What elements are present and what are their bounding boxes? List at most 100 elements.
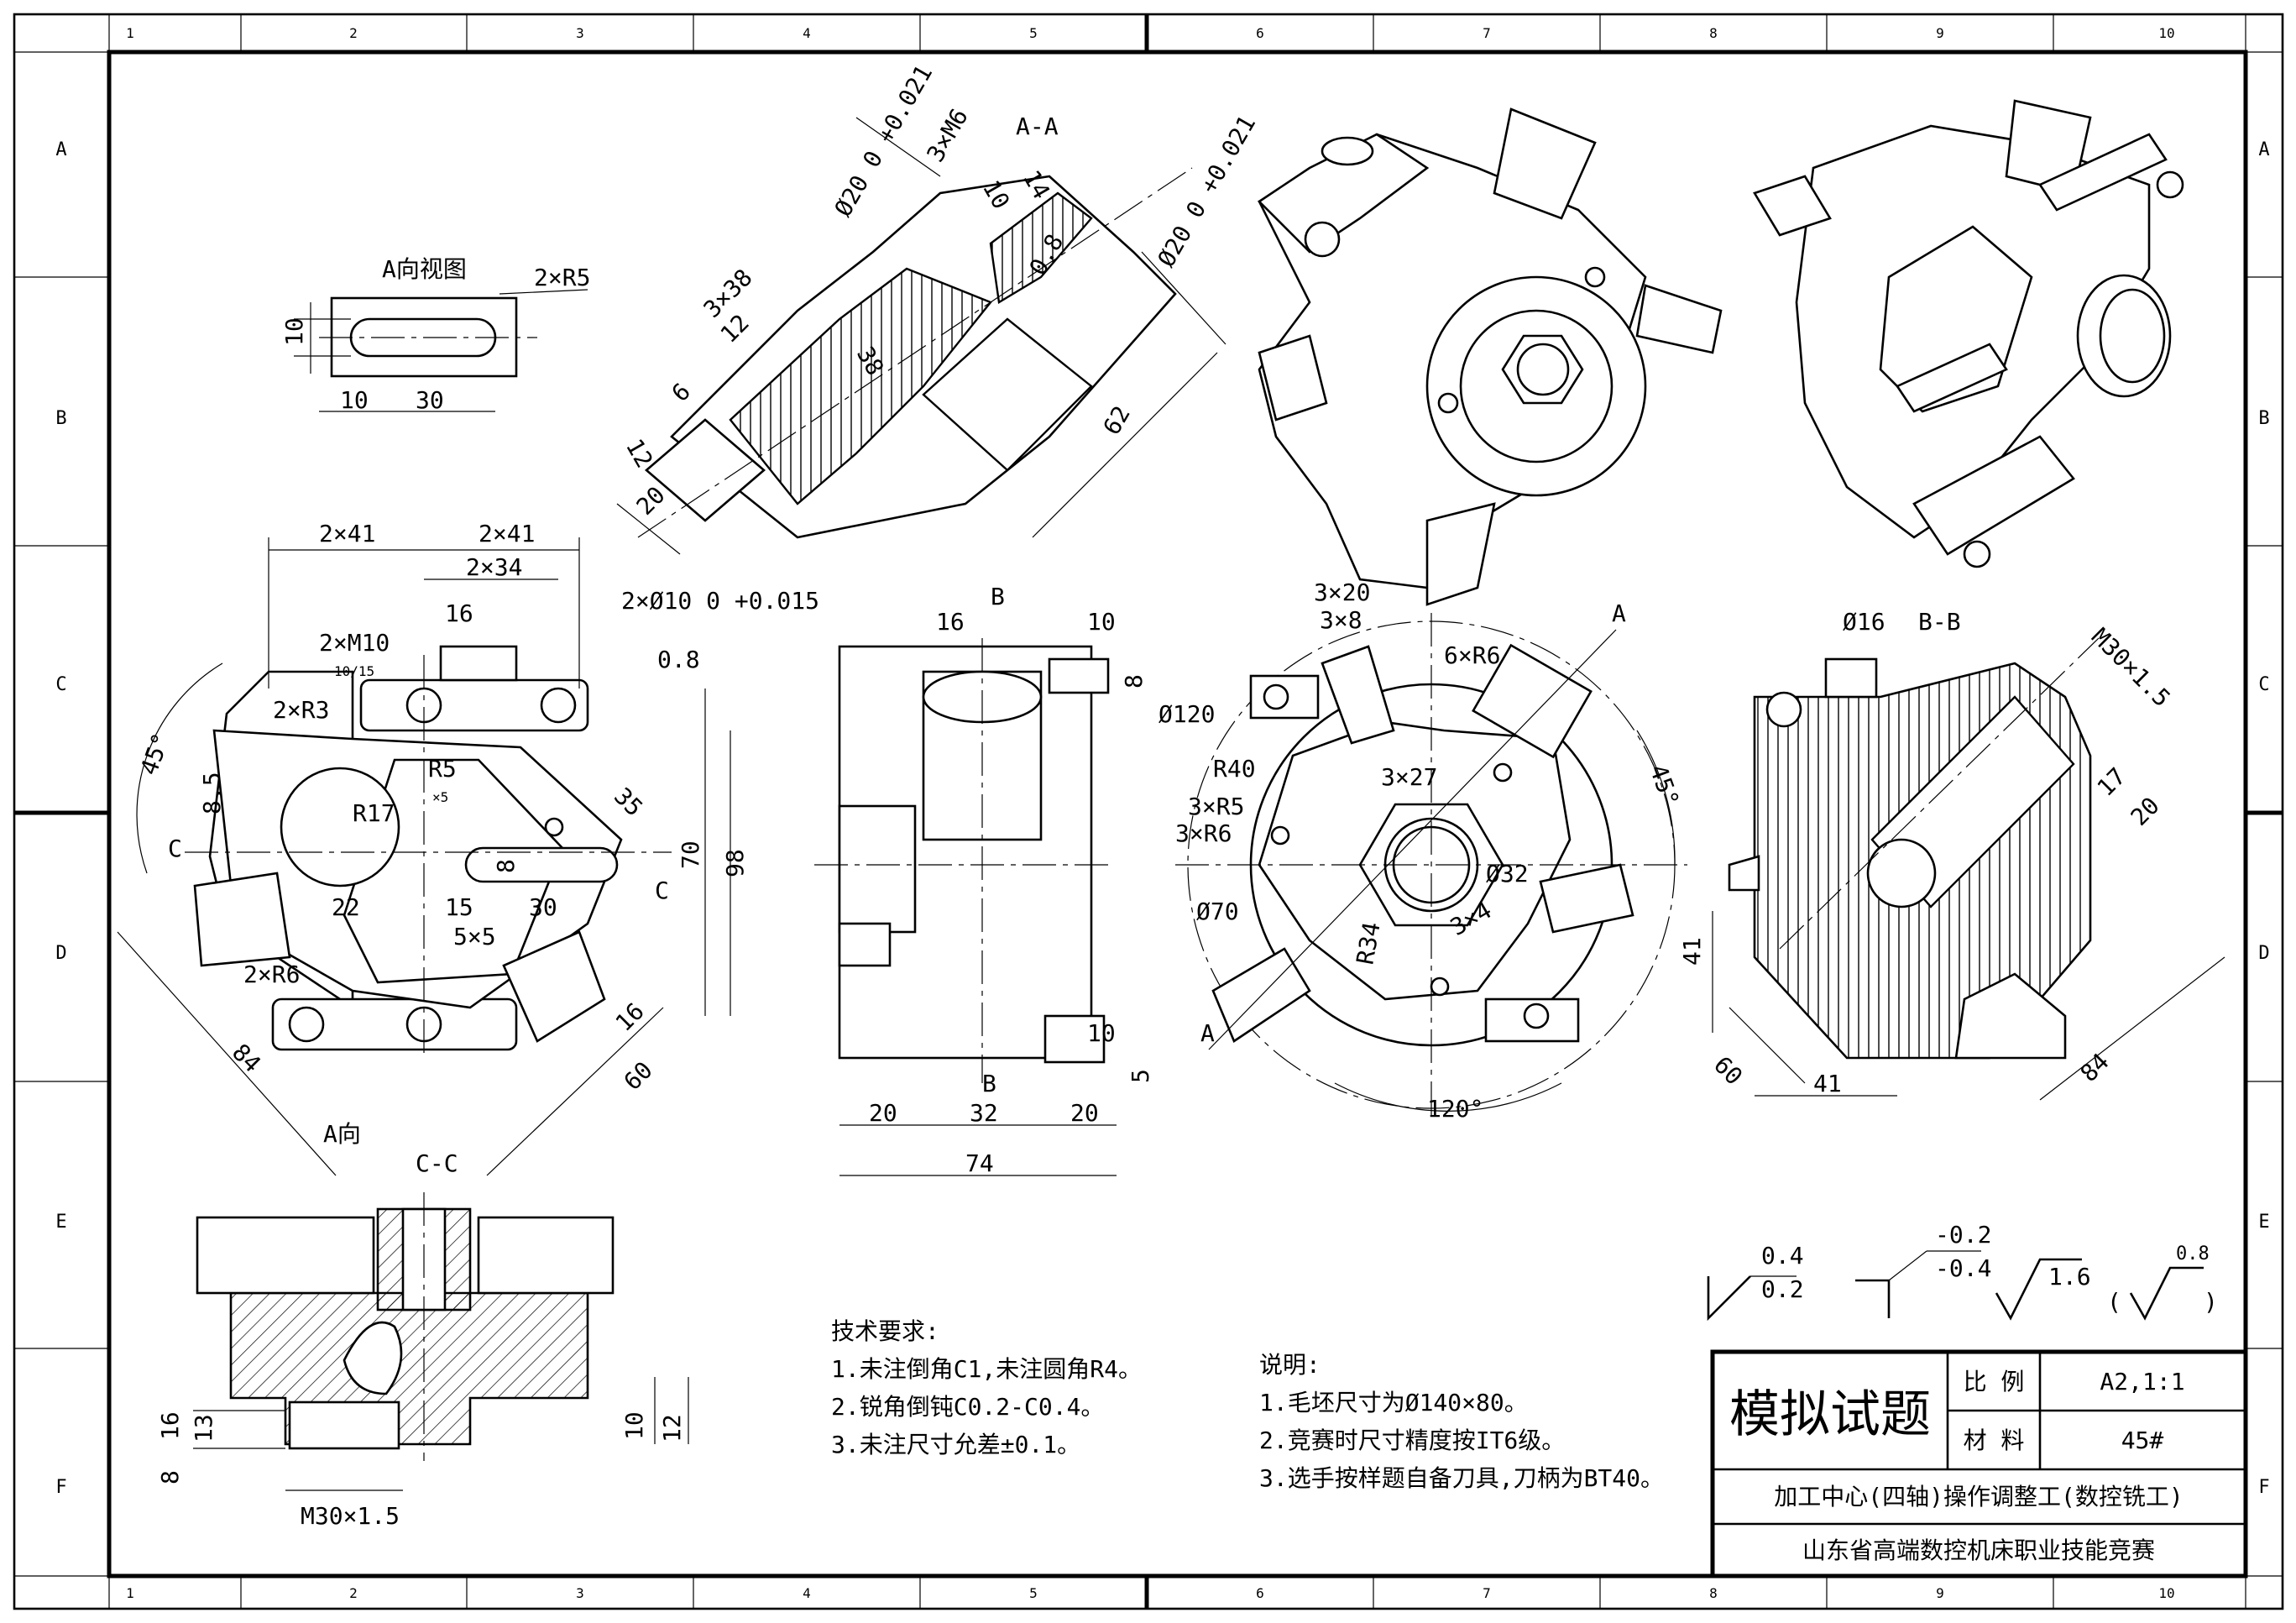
roughness-icon bbox=[1995, 1258, 2082, 1321]
top-hole bbox=[1493, 762, 1513, 783]
dim-text: ×5 bbox=[432, 789, 448, 805]
angle-arc bbox=[1334, 1082, 1562, 1112]
dim-text: 10 bbox=[620, 1411, 648, 1440]
symbol-text: 0.2 bbox=[1761, 1275, 1804, 1303]
dim-text: 2×R5 bbox=[534, 264, 590, 291]
dim-text: 16 bbox=[610, 997, 650, 1037]
dim-text: 74 bbox=[965, 1149, 994, 1177]
dim-text: 15 bbox=[445, 893, 473, 921]
iso2-fork bbox=[1753, 175, 1832, 237]
iso1-tab-left bbox=[1258, 334, 1328, 421]
symbol-text: 0.8 bbox=[2176, 1243, 2210, 1264]
dim-text: Ø20 0 +0.021 bbox=[1152, 111, 1261, 272]
dim-text: 3×R5 bbox=[1188, 793, 1244, 820]
top-lug-2 bbox=[1472, 643, 1593, 759]
zone-labels-right: A B C D E F bbox=[2258, 139, 2269, 1498]
dim-text: 84 bbox=[2075, 1048, 2115, 1087]
bb-side-lug bbox=[1728, 855, 1760, 892]
side-tab-bottom bbox=[1043, 1014, 1106, 1064]
section-bore bbox=[922, 317, 1093, 472]
dim-text: 20 bbox=[2126, 792, 2165, 831]
row-label: E bbox=[55, 1212, 66, 1233]
section-flange bbox=[645, 418, 766, 522]
dim-text: 98 bbox=[721, 849, 749, 877]
col-label: 6 bbox=[1256, 1585, 1264, 1601]
dim-text: 30 bbox=[416, 386, 444, 414]
section-c-c: C-C 16 13 8 10 12 M30×1.5 bbox=[156, 1149, 689, 1530]
dim-text: Ø20 0 +0.021 bbox=[829, 60, 938, 222]
col-label: 1 bbox=[126, 1585, 134, 1601]
dim-text: 2×M10 bbox=[319, 629, 390, 657]
section-marker: A向 bbox=[323, 1120, 361, 1148]
dim-text: 12 bbox=[658, 1414, 686, 1442]
dim-text: R40 bbox=[1213, 755, 1256, 783]
job-title: 加工中心(四轴)操作调整工(数控铣工) bbox=[1774, 1483, 2183, 1510]
row-label: B bbox=[2258, 408, 2269, 429]
dim-text: 62 bbox=[1097, 401, 1135, 440]
dim-text: 45° bbox=[1644, 761, 1684, 810]
section-b-b: B-B Ø16 M30×1.5 17 20 41 41 60 84 bbox=[1678, 608, 2225, 1101]
dim-text: 32 bbox=[970, 1099, 998, 1127]
col-label: 10 bbox=[2158, 1585, 2174, 1601]
top-hole bbox=[1430, 976, 1450, 997]
cc-top-block-right bbox=[477, 1216, 615, 1295]
front-lug-left bbox=[193, 872, 291, 967]
dim-text: 3×8 bbox=[1320, 606, 1362, 634]
dim-text: Ø120 bbox=[1158, 700, 1215, 728]
top-view: 3×20 3×8 6×R6 Ø120 R40 3×27 3×R5 3×R6 Ø3… bbox=[1158, 579, 1687, 1123]
dim-text: 3×38 bbox=[698, 264, 758, 323]
front-small-hole bbox=[544, 817, 564, 837]
dim-text: C bbox=[655, 877, 669, 904]
dim-text: 30 bbox=[529, 893, 557, 921]
dim-text: 13 bbox=[190, 1414, 217, 1442]
iso1-leg bbox=[1425, 502, 1496, 606]
tolerance-symbols: 0.4 0.2 -0.2 -0.4 1.6 ( 0.8 ) bbox=[1707, 1221, 2218, 1322]
organizer: 山东省高端数控机床职业技能竞赛 bbox=[1802, 1537, 2155, 1564]
dim-text: 22 bbox=[332, 893, 360, 921]
roughness-icon bbox=[2129, 1266, 2204, 1321]
iso1-hole bbox=[1304, 221, 1341, 258]
iso1-hole-3 bbox=[1437, 392, 1459, 414]
col-label: 6 bbox=[1256, 25, 1264, 41]
top-lug-1 bbox=[1249, 674, 1320, 720]
section-hatch-2 bbox=[989, 191, 1093, 304]
col-label: 2 bbox=[349, 25, 358, 41]
dim-text: 3×M6 bbox=[921, 104, 973, 167]
dim-text: 45° bbox=[135, 730, 175, 779]
col-label: 9 bbox=[1936, 1585, 1944, 1601]
note-item: 3.选手按样题自备刀具,刀柄为BT40。 bbox=[1259, 1464, 1664, 1492]
isometric-view-1 bbox=[1257, 107, 1723, 606]
iso2-hole bbox=[2156, 170, 2184, 199]
note-item: 1.毛坯尺寸为Ø140×80。 bbox=[1259, 1389, 1528, 1416]
symbol-text: -0.4 bbox=[1935, 1254, 1991, 1282]
tech-item: 3.未注尺寸允差±0.1。 bbox=[831, 1431, 1080, 1458]
tech-item: 1.未注倒角C1,未注圆角R4。 bbox=[831, 1355, 1142, 1383]
row-label: F bbox=[55, 1477, 66, 1498]
note-item: 2.竞赛时尺寸精度按IT6级。 bbox=[1259, 1427, 1565, 1454]
dim-text: 2×41 bbox=[479, 520, 535, 547]
col-label: 5 bbox=[1029, 25, 1038, 41]
front-boss bbox=[439, 645, 518, 682]
front-slot bbox=[464, 846, 619, 883]
dim-text: 6 bbox=[667, 378, 696, 407]
row-label: A bbox=[2258, 139, 2269, 160]
row-label: F bbox=[2258, 1477, 2269, 1498]
row-label: A bbox=[55, 139, 66, 160]
dim-text: 3×R6 bbox=[1175, 819, 1232, 847]
isometric-view-2 bbox=[1753, 99, 2184, 568]
front-view: 2×41 2×41 2×34 16 2×Ø10 0 +0.015 0.8 2×M… bbox=[117, 520, 819, 1176]
iso2-arm-bottom bbox=[1912, 435, 2075, 556]
iso2-bar-top bbox=[2038, 133, 2168, 212]
top-arm-1 bbox=[1321, 645, 1395, 745]
col-label: 4 bbox=[803, 25, 811, 41]
cc-cavity bbox=[343, 1321, 403, 1395]
notes: 说明: 1.毛坯尺寸为Ø140×80。 2.竞赛时尺寸精度按IT6级。 3.选手… bbox=[1259, 1351, 1664, 1492]
cc-body bbox=[229, 1291, 589, 1446]
dim-text: 10 bbox=[280, 317, 308, 346]
dim-text: 3×20 bbox=[1314, 579, 1370, 606]
dim-text: 6×R6 bbox=[1444, 641, 1500, 669]
dim-text: 8.5 bbox=[198, 772, 226, 814]
tech-title: 技术要求: bbox=[831, 1317, 939, 1345]
bb-hole-small bbox=[1765, 691, 1802, 728]
col-label: 7 bbox=[1483, 1585, 1491, 1601]
